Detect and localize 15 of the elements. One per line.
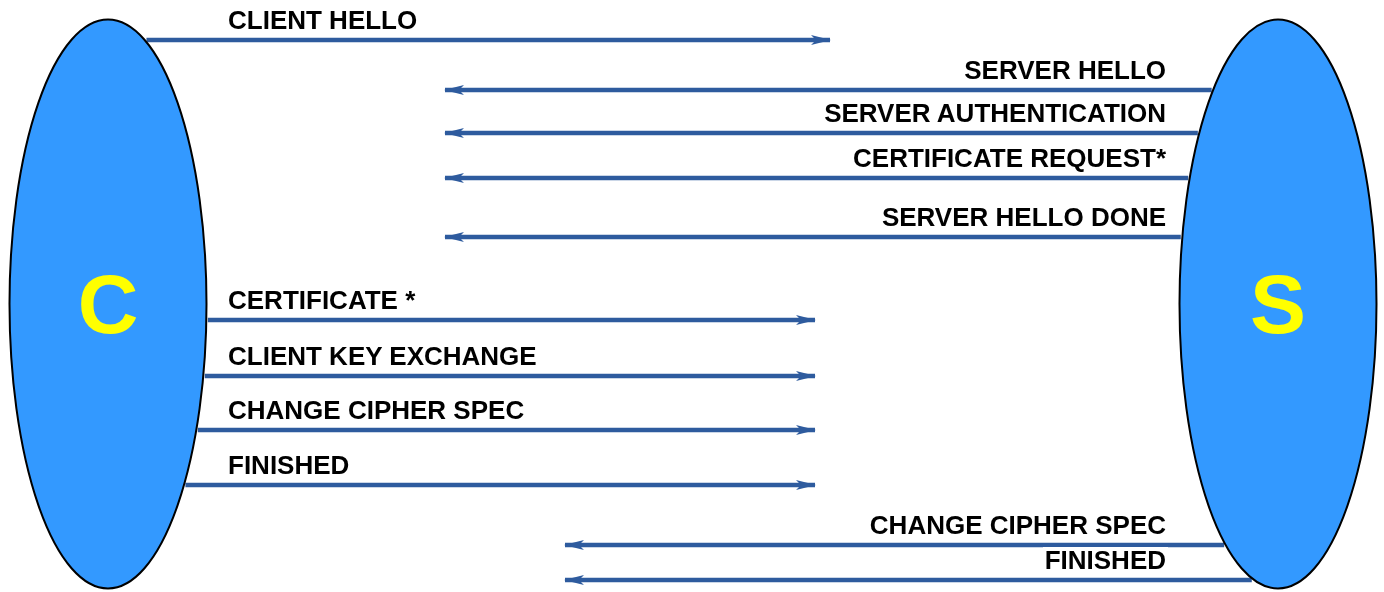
arrow bbox=[146, 35, 831, 45]
node-letter: S bbox=[1249, 262, 1307, 346]
arrow bbox=[204, 371, 816, 381]
ellipse-node bbox=[1178, 18, 1378, 590]
arrow bbox=[207, 315, 816, 325]
node-letter: C bbox=[76, 262, 140, 346]
arrow bbox=[444, 173, 1189, 183]
arrow bbox=[444, 232, 1181, 242]
ellipse-node bbox=[8, 18, 208, 590]
arrow bbox=[185, 480, 816, 490]
arrow bbox=[564, 540, 1225, 550]
arrow bbox=[197, 425, 816, 435]
arrow bbox=[444, 85, 1212, 95]
arrow bbox=[444, 128, 1198, 138]
arrow bbox=[564, 575, 1252, 585]
